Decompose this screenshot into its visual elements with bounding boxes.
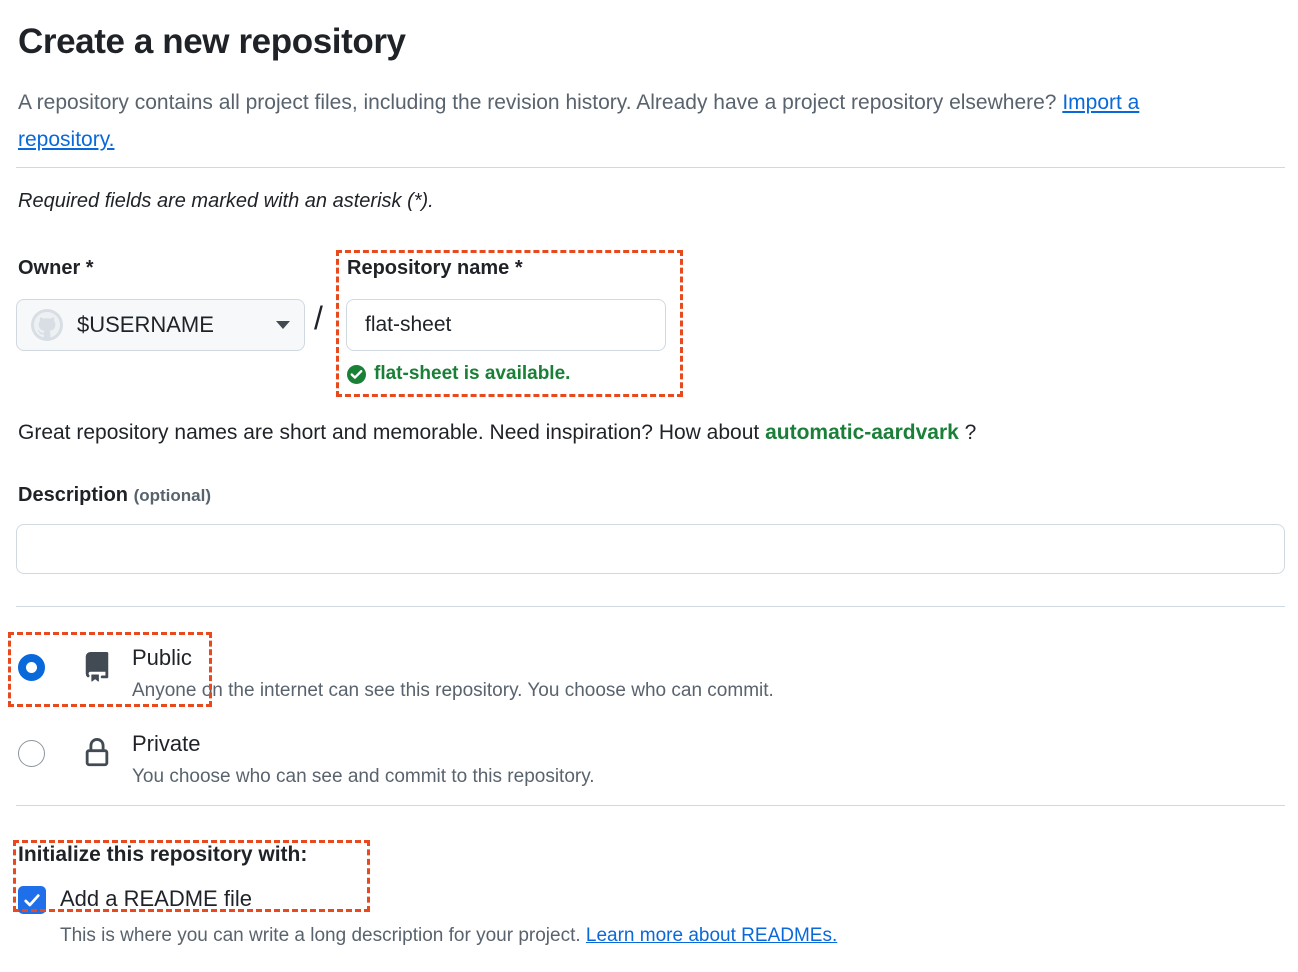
visibility-description-private: You choose who can see and commit to thi… — [132, 766, 595, 787]
description-optional-tag: (optional) — [133, 486, 211, 505]
name-inspiration-prefix: Great repository names are short and mem… — [18, 421, 766, 444]
name-inspiration: Great repository names are short and mem… — [18, 421, 976, 445]
repository-availability-text: flat-sheet is available. — [374, 363, 571, 384]
divider-visibility — [16, 606, 1285, 607]
suggested-repository-name[interactable]: automatic-aardvark — [765, 421, 959, 444]
owner-label: Owner * — [18, 257, 94, 279]
lock-icon — [80, 736, 114, 770]
page-description-text: A repository contains all project files,… — [18, 91, 1063, 114]
add-readme-description-text: This is where you can write a long descr… — [60, 925, 586, 946]
description-input[interactable] — [16, 524, 1285, 574]
checkbox-add-readme[interactable] — [18, 886, 46, 914]
check-circle-icon — [347, 364, 366, 384]
visibility-name-public: Public — [132, 645, 192, 670]
divider-initialize — [16, 805, 1285, 806]
repository-name-label: Repository name * — [347, 257, 523, 279]
name-inspiration-suffix: ? — [958, 421, 977, 444]
page-description: A repository contains all project files,… — [18, 84, 1208, 158]
description-label: Description (optional) — [18, 484, 211, 507]
initialize-label: Initialize this repository with: — [18, 843, 308, 866]
github-octocat-avatar — [31, 309, 63, 341]
add-readme-description: This is where you can write a long descr… — [60, 925, 837, 947]
visibility-name-private: Private — [132, 731, 201, 756]
radio-public[interactable] — [18, 654, 45, 681]
chevron-down-icon — [276, 321, 290, 329]
visibility-description-public: Anyone on the internet can see this repo… — [132, 680, 774, 701]
repository-availability: flat-sheet is available. — [347, 363, 570, 385]
required-fields-note: Required fields are marked with an aster… — [18, 190, 434, 212]
page-title: Create a new repository — [18, 22, 406, 61]
owner-repo-separator: / — [314, 300, 323, 336]
add-readme-label[interactable]: Add a README file — [60, 886, 252, 911]
divider-top — [16, 167, 1285, 168]
radio-private[interactable] — [18, 740, 45, 767]
description-label-text: Description — [18, 484, 134, 506]
import-repository-link[interactable]: Import a repository. — [18, 91, 1140, 151]
repo-book-icon — [80, 650, 114, 684]
owner-name: $USERNAME — [77, 312, 214, 337]
learn-more-readmes-link[interactable]: Learn more about READMEs. — [585, 925, 838, 946]
owner-select[interactable]: $USERNAME — [16, 299, 305, 351]
repository-name-input[interactable] — [346, 299, 666, 351]
